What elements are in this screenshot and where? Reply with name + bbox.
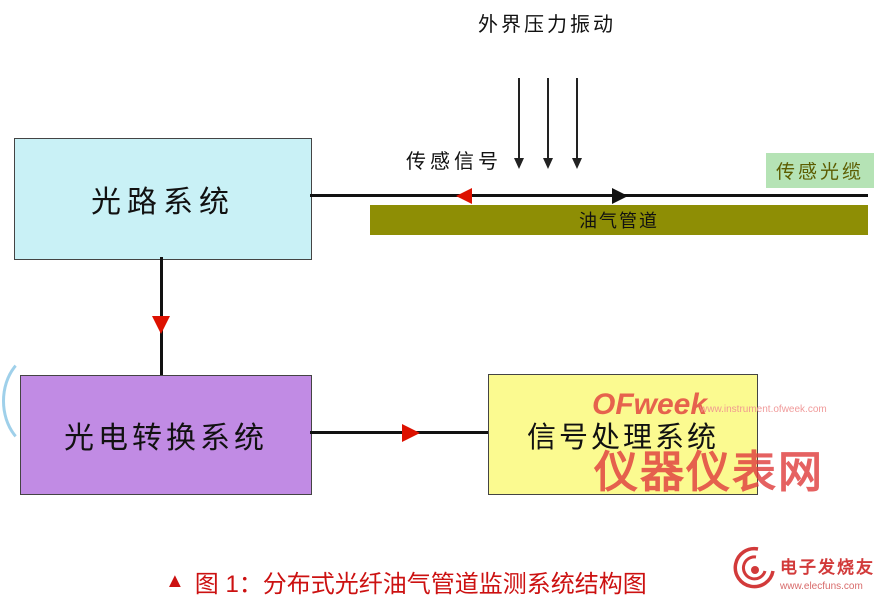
sensing-signal-label: 传感信号: [406, 151, 502, 173]
pipeline-bar: 油气管道: [370, 205, 868, 235]
vibration-down-arrow-2: [543, 78, 553, 169]
caption-text: 图 1：分布式光纤油气管道监测系统结构图: [194, 571, 647, 598]
elecfans-swirl-icon: [733, 546, 775, 589]
arrow-shaft: [576, 78, 578, 158]
left-edge-arc-artifact: [2, 352, 78, 450]
signal-system-label: 信号处理系统: [526, 421, 719, 454]
arrow-head-icon: [572, 158, 582, 169]
elecfans-watermark: 电子发烧友 www.elecfuns.com: [728, 545, 875, 597]
elecfans-url: www.elecfuns.com: [780, 581, 863, 592]
vibration-down-arrow-1: [514, 78, 524, 169]
photoelectric-to-signal-line: [310, 431, 488, 434]
ofweek-watermark: OFweek: [592, 388, 708, 421]
arrow-head-icon: [514, 158, 524, 169]
right-arrow-icon: [402, 424, 420, 442]
elecfans-text-block: 电子发烧友 www.elecfuns.com: [780, 545, 875, 592]
vibration-down-arrow-3: [572, 78, 582, 169]
fiber-return-arrow-icon: [456, 188, 472, 204]
sensing-cable-label: 传感光缆: [766, 153, 875, 188]
pipeline-label: 油气管道: [579, 211, 659, 231]
vibration-label: 外界压力振动: [478, 14, 616, 36]
photoelectric-system-label: 光电转换系统: [64, 422, 268, 455]
arrow-shaft: [547, 78, 549, 158]
figure-caption: ▲ 图 1：分布式光纤油气管道监测系统结构图: [165, 564, 647, 599]
down-arrow-icon: [152, 316, 170, 334]
fiber-line: [310, 194, 868, 197]
ofweek-url-watermark: www.instrument.ofweek.com: [700, 404, 827, 415]
optical-system-box: 光路系统: [14, 138, 312, 260]
arrow-head-icon: [543, 158, 553, 169]
optical-system-label: 光路系统: [91, 186, 235, 219]
signal-system-box: 信号处理系统: [488, 374, 758, 495]
arrow-shaft: [518, 78, 520, 158]
elecfans-name: 电子发烧友: [780, 558, 875, 577]
ofweek-brand-watermark: 仪器仪表网: [594, 448, 824, 497]
caption-triangle-icon: ▲: [165, 570, 185, 592]
fiber-forward-arrow-icon: [612, 188, 628, 204]
